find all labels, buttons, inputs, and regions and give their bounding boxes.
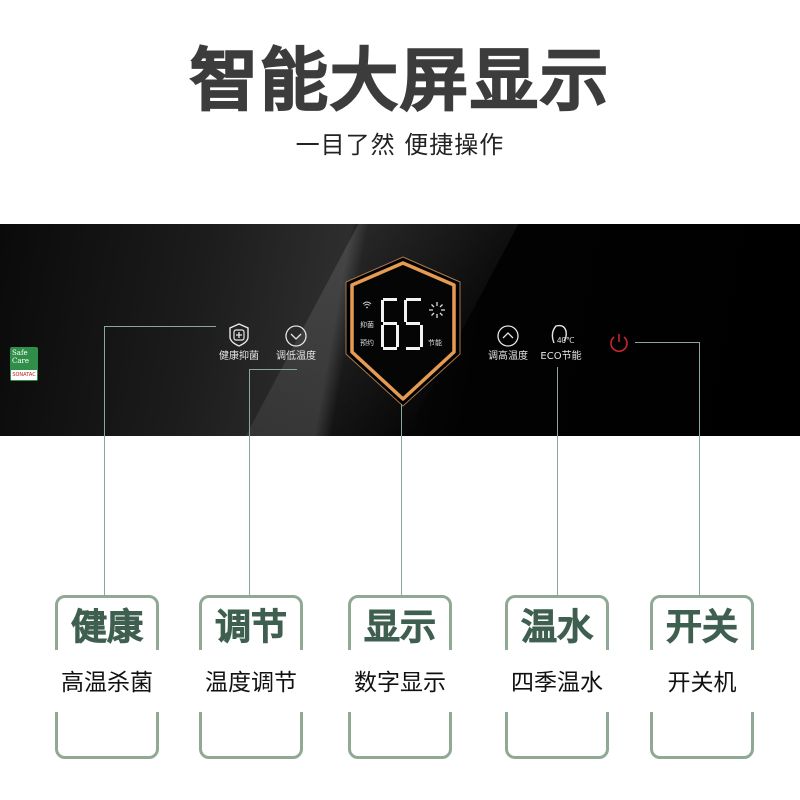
temp-up-button[interactable]: 调高温度 [483, 325, 533, 363]
power-button[interactable] [608, 332, 630, 354]
health-label: 健康抑菌 [219, 351, 259, 362]
feature-desc: 开关机 [667, 670, 737, 696]
wifi-icon [362, 301, 372, 309]
chevron-down-circle-icon [285, 325, 307, 347]
energy-saving-indicator: 节能 [428, 339, 442, 347]
feature-title: 调节 [214, 607, 288, 649]
temperature-display-frame [345, 256, 461, 407]
card-gap [347, 650, 453, 712]
badge-bottom-text: SONATAC [11, 370, 37, 380]
leaf-eco-icon: 40℃ [551, 324, 574, 345]
card-gap [198, 650, 304, 712]
feature-card-warm-water: 温水 四季温水 [504, 595, 610, 759]
page-title: 智能大屏显示 [189, 41, 610, 122]
feature-card-display: 显示 数字显示 [347, 595, 453, 759]
badge-top-text: Safe Care [12, 349, 30, 365]
feature-title: 健康 [70, 607, 144, 649]
feature-title: 显示 [363, 607, 437, 649]
leader-line-adjust-v [249, 369, 250, 596]
temperature-readout [381, 298, 423, 350]
temp-up-label: 调高温度 [488, 351, 528, 362]
chevron-up-circle-icon [497, 325, 519, 347]
heating-sun-icon [429, 302, 445, 318]
feature-desc: 高温杀菌 [61, 670, 153, 696]
feature-desc: 四季温水 [511, 670, 603, 696]
leader-line-power [635, 342, 699, 343]
feature-card-adjust: 调节 温度调节 [198, 595, 304, 759]
leader-line-eco [557, 367, 558, 596]
leader-line-health [104, 326, 216, 327]
temp-down-button[interactable]: 调低温度 [271, 325, 321, 363]
temp-down-label: 调低温度 [276, 351, 316, 362]
feature-desc: 温度调节 [205, 670, 297, 696]
eco-button[interactable]: 40℃ ECO节能 [536, 323, 586, 363]
schedule-indicator: 预约 [360, 339, 374, 347]
safe-care-badge: Safe Care SONATAC [10, 347, 38, 381]
feature-title: 开关 [665, 607, 739, 649]
card-gap [504, 650, 610, 712]
shield-plus-icon [229, 323, 249, 347]
sterilize-indicator: 抑菌 [360, 321, 374, 329]
leader-line-adjust [249, 369, 297, 370]
eco-label: ECO节能 [540, 351, 582, 362]
feature-card-health: 健康 高温杀菌 [54, 595, 160, 759]
feature-card-power: 开关 开关机 [649, 595, 755, 759]
leader-line-display [401, 404, 402, 596]
leader-line-power-v [699, 342, 700, 596]
feature-desc: 数字显示 [354, 670, 446, 696]
feature-title: 温水 [520, 607, 594, 649]
svg-text:40℃: 40℃ [557, 336, 574, 345]
card-gap [54, 650, 160, 712]
leader-line-health-v [104, 326, 105, 596]
health-button[interactable]: 健康抑菌 [214, 323, 264, 363]
page-subtitle: 一目了然 便捷操作 [295, 131, 505, 159]
card-gap [649, 650, 755, 712]
